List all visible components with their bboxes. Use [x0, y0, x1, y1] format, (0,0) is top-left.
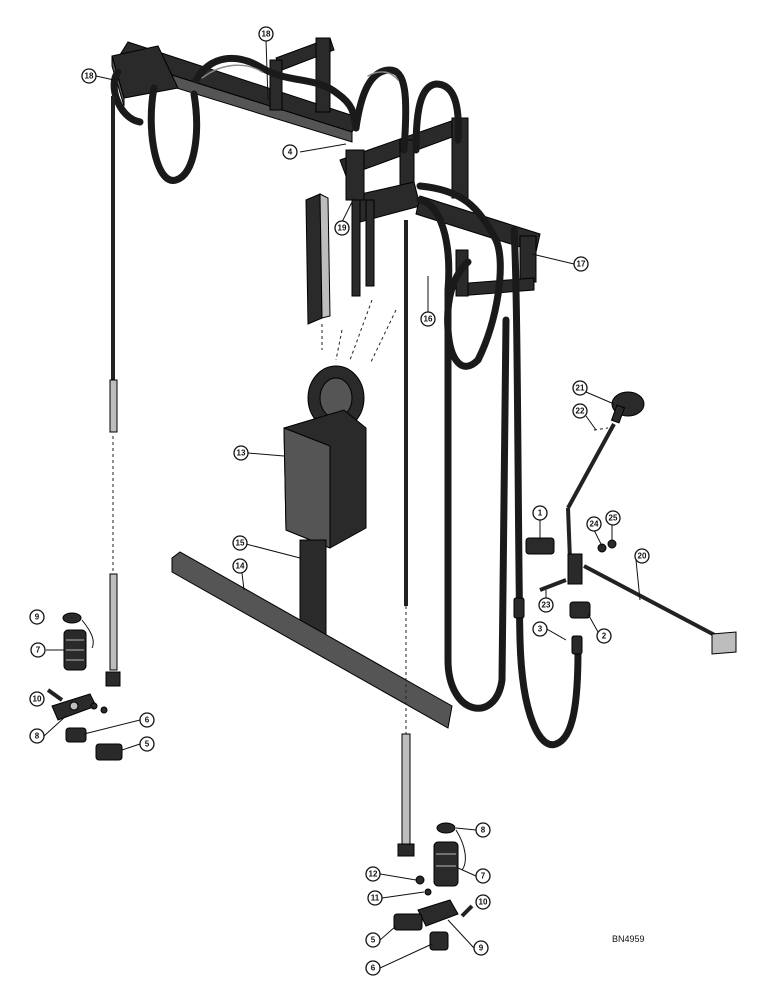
svg-text:8: 8: [481, 826, 486, 835]
svg-text:20: 20: [638, 552, 647, 561]
svg-text:14: 14: [236, 562, 245, 571]
callout-3: 3: [532, 621, 548, 637]
callout-25: 25: [605, 510, 621, 526]
callout-10-right: 10: [475, 894, 491, 910]
svg-text:3: 3: [538, 625, 543, 634]
callout-12: 12: [365, 866, 381, 882]
callout-2: 2: [596, 628, 612, 644]
svg-text:10: 10: [33, 695, 42, 704]
svg-text:15: 15: [236, 539, 245, 548]
svg-text:18: 18: [262, 30, 271, 39]
callout-11: 11: [367, 890, 383, 906]
svg-text:11: 11: [371, 894, 380, 903]
control-lever-assembly: [513, 391, 737, 655]
callout-9-left: 9: [29, 609, 45, 625]
svg-text:8: 8: [35, 732, 40, 741]
callout-5-right: 5: [365, 932, 381, 948]
svg-text:10: 10: [479, 898, 488, 907]
svg-text:17: 17: [577, 260, 586, 269]
control-valve-assembly: [283, 299, 397, 637]
svg-text:22: 22: [576, 407, 585, 416]
support-frame: [111, 37, 541, 325]
svg-text:24: 24: [590, 520, 599, 529]
svg-text:7: 7: [481, 872, 486, 881]
svg-text:2: 2: [602, 632, 607, 641]
callout-1: 1: [532, 505, 548, 521]
callout-18-top: 18: [258, 26, 274, 42]
svg-text:9: 9: [479, 944, 484, 953]
svg-text:9: 9: [35, 613, 40, 622]
left-coupler-assembly: [46, 96, 123, 761]
leader-lines: [43, 39, 641, 969]
callout-8-right: 8: [475, 822, 491, 838]
callout-14: 14: [232, 558, 248, 574]
svg-text:19: 19: [338, 224, 347, 233]
callout-18-left: 18: [81, 68, 97, 84]
callout-7-left: 7: [30, 642, 46, 658]
svg-text:18: 18: [85, 72, 94, 81]
callout-6-right: 6: [365, 960, 381, 976]
hydraulic-hoses: [110, 54, 582, 749]
drawing-code: BN4959: [612, 934, 645, 944]
callout-15: 15: [232, 535, 248, 551]
svg-text:6: 6: [145, 716, 150, 725]
svg-text:13: 13: [237, 449, 246, 458]
cross-bar: [171, 551, 453, 729]
svg-text:16: 16: [424, 315, 433, 324]
svg-text:7: 7: [36, 646, 41, 655]
callout-9-right: 9: [473, 940, 489, 956]
callout-6-left: 6: [139, 712, 155, 728]
svg-text:5: 5: [145, 740, 150, 749]
callout-4: 4: [282, 144, 298, 160]
svg-text:25: 25: [609, 514, 618, 523]
callout-10-left: 10: [29, 691, 45, 707]
callout-8-left: 8: [29, 728, 45, 744]
callout-20: 20: [634, 548, 650, 564]
svg-text:23: 23: [542, 601, 551, 610]
callout-13: 13: [233, 445, 249, 461]
right-coupler-assembly: [393, 220, 474, 951]
callout-16: 16: [420, 311, 436, 327]
callout-23: 23: [538, 597, 554, 613]
svg-text:1: 1: [538, 509, 543, 518]
callout-17: 17: [573, 256, 589, 272]
callout-7-right: 7: [475, 868, 491, 884]
callout-5-left: 5: [139, 736, 155, 752]
callout-19: 19: [334, 220, 350, 236]
svg-text:21: 21: [576, 384, 585, 393]
svg-text:4: 4: [288, 148, 293, 157]
callout-22: 22: [572, 403, 588, 419]
svg-text:5: 5: [371, 936, 376, 945]
svg-text:12: 12: [369, 870, 378, 879]
svg-text:6: 6: [371, 964, 376, 973]
callout-24: 24: [586, 516, 602, 532]
callout-21: 21: [572, 380, 588, 396]
